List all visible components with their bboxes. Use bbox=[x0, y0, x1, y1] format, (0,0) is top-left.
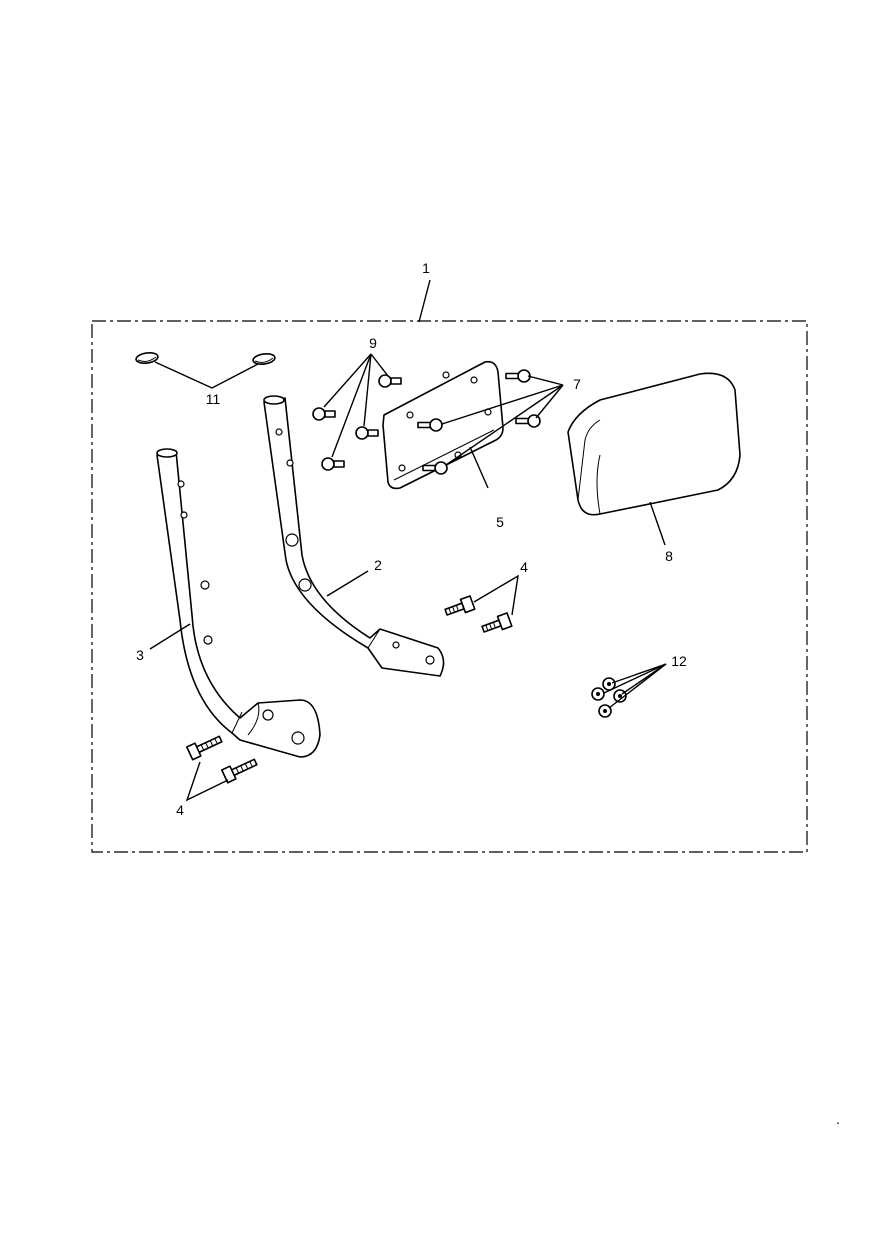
leader-line bbox=[469, 446, 489, 489]
callout-12: 12 bbox=[603, 653, 687, 709]
leader-line bbox=[363, 353, 372, 427]
callout-2: 2 bbox=[326, 557, 382, 597]
leader-line bbox=[331, 353, 372, 458]
leader-line bbox=[370, 353, 389, 377]
callout-4-lower: 4 bbox=[176, 761, 229, 818]
footer-mark: . bbox=[836, 1111, 840, 1127]
part-2-right-rail bbox=[263, 395, 445, 677]
callout-9-label: 9 bbox=[369, 335, 377, 351]
callout-7: 7 bbox=[441, 375, 581, 466]
leader-line bbox=[603, 663, 667, 694]
callout-4-upper: 4 bbox=[473, 559, 528, 616]
leader-line bbox=[611, 663, 667, 684]
leader-line bbox=[149, 623, 191, 650]
callout-2-label: 2 bbox=[374, 557, 382, 573]
leader-line bbox=[649, 501, 666, 546]
leader-line bbox=[326, 570, 369, 597]
leader-line bbox=[608, 663, 667, 709]
part-5-backing-plate bbox=[382, 360, 504, 490]
part-12-nuts bbox=[591, 677, 627, 718]
callout-1-label: 1 bbox=[422, 260, 430, 276]
leader-line bbox=[441, 384, 564, 425]
callout-11: 11 bbox=[154, 361, 259, 407]
part-11-caps bbox=[135, 352, 276, 365]
callout-5-label: 5 bbox=[496, 514, 504, 530]
callout-8: 8 bbox=[649, 501, 673, 564]
part-8-backrest-pad bbox=[567, 372, 741, 516]
leader-line bbox=[535, 384, 564, 419]
leader-line bbox=[445, 384, 564, 466]
part-9-screws bbox=[312, 374, 402, 471]
kit-boundary bbox=[91, 320, 808, 853]
callout-3: 3 bbox=[136, 623, 191, 663]
leader-line bbox=[473, 574, 519, 616]
leader-line bbox=[154, 361, 259, 389]
callout-5: 5 bbox=[469, 446, 504, 530]
part-4-bolts-upper bbox=[444, 595, 513, 633]
callout-7-label: 7 bbox=[573, 376, 581, 392]
callout-11-label: 11 bbox=[206, 391, 221, 407]
callout-4-lower-label: 4 bbox=[176, 802, 184, 818]
leader-line bbox=[418, 279, 431, 323]
callout-9: 9 bbox=[323, 335, 389, 458]
part-7-screws bbox=[417, 369, 541, 475]
callout-1: 1 bbox=[418, 260, 431, 323]
callout-3-label: 3 bbox=[136, 647, 144, 663]
callout-8-label: 8 bbox=[665, 548, 673, 564]
part-4-bolts-lower bbox=[185, 735, 258, 784]
leader-line bbox=[185, 761, 229, 802]
callout-4-upper-label: 4 bbox=[520, 559, 528, 575]
leader-line bbox=[323, 353, 372, 408]
callout-12-label: 12 bbox=[671, 653, 687, 669]
leader-line bbox=[527, 375, 564, 386]
part-3-left-rail bbox=[156, 448, 321, 758]
